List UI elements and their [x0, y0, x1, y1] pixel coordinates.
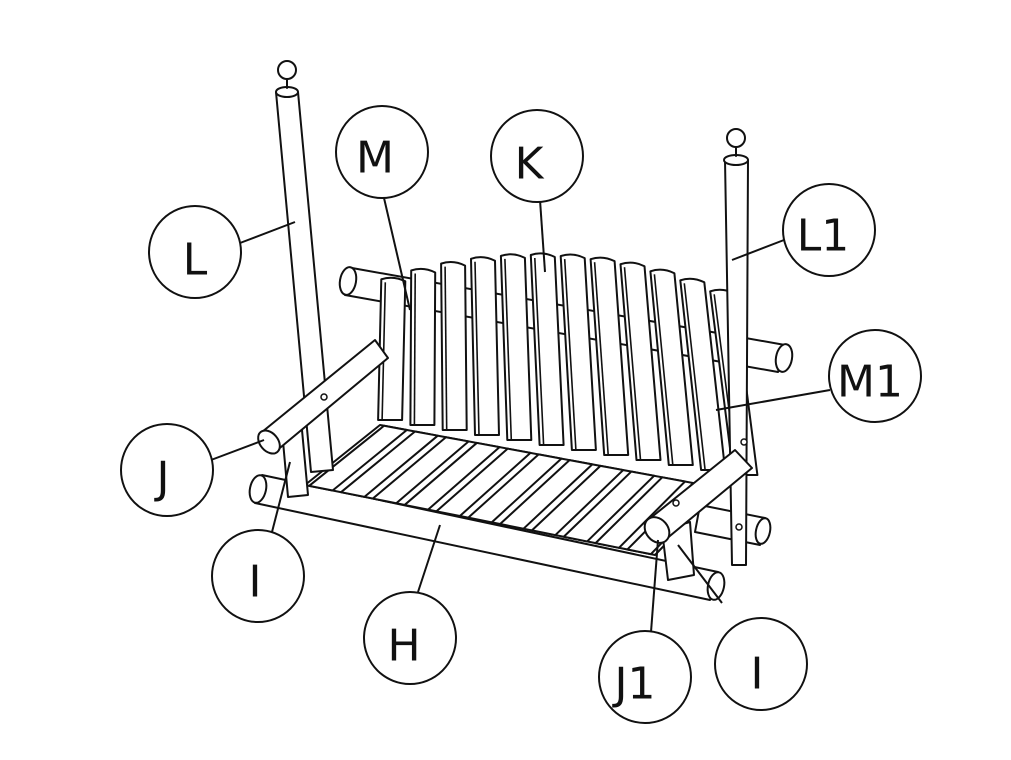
front-seat-rail-H: [248, 474, 726, 601]
label-I-right: I: [751, 649, 764, 700]
back-slat: [589, 256, 630, 456]
seat-slat: [435, 447, 532, 517]
back-slat-edge: [623, 267, 642, 461]
rear-lower-rail: [694, 504, 772, 546]
label-J1: J1: [612, 659, 656, 710]
label-I-left: I: [249, 557, 262, 608]
back-slat-edge: [683, 283, 706, 471]
seat-slat: [499, 459, 594, 530]
back-slat-edge: [504, 258, 513, 441]
callout-L1: L1: [782, 183, 876, 277]
back-slat-edge: [413, 273, 417, 426]
seat-slats: [308, 424, 717, 556]
armrest-J1: [643, 449, 753, 544]
seat-slat: [371, 436, 470, 505]
back-slat: [559, 253, 597, 451]
label-L: L: [183, 235, 208, 286]
seat-slat: [562, 470, 656, 543]
seat-slat: [308, 424, 408, 492]
callout-I-left: I: [211, 529, 305, 623]
post-L1: [723, 128, 749, 566]
callout-K: K: [490, 109, 584, 203]
callout-J: J: [120, 423, 214, 517]
label-M: M: [356, 133, 394, 184]
callout-M: M: [335, 105, 429, 199]
callout-I-right: I: [714, 617, 808, 711]
seat-slat: [403, 441, 501, 511]
label-M1: M1: [837, 357, 903, 408]
callout-H: H: [363, 591, 457, 685]
callout-L: L: [148, 205, 242, 299]
back-slat-edge: [534, 257, 545, 446]
leader-lines: [210, 197, 831, 633]
back-slat: [679, 277, 727, 471]
back-slat: [649, 268, 694, 466]
seat-slat: [530, 464, 625, 537]
back-slat-edge: [593, 262, 609, 456]
back-slat: [440, 261, 468, 431]
back-slat: [499, 253, 533, 441]
back-slat: [529, 252, 565, 446]
seat-slat: [340, 430, 439, 498]
label-J: J: [154, 453, 170, 504]
back-slat: [619, 261, 662, 461]
back-slat: [409, 267, 437, 426]
callout-M1: M1: [828, 329, 922, 423]
back-slat-edge: [474, 261, 480, 436]
seat-slat: [467, 453, 563, 524]
label-K: K: [515, 139, 545, 190]
armrest-J: [257, 339, 389, 455]
label-L1: L1: [797, 211, 850, 262]
post-L: [275, 60, 334, 473]
seat-slat: [594, 476, 687, 549]
callout-J1: J1: [598, 630, 692, 724]
back-slat-edge: [563, 259, 577, 451]
back-slat-edge: [653, 274, 674, 466]
back-slat-edge: [444, 266, 448, 431]
label-H: H: [387, 621, 420, 672]
